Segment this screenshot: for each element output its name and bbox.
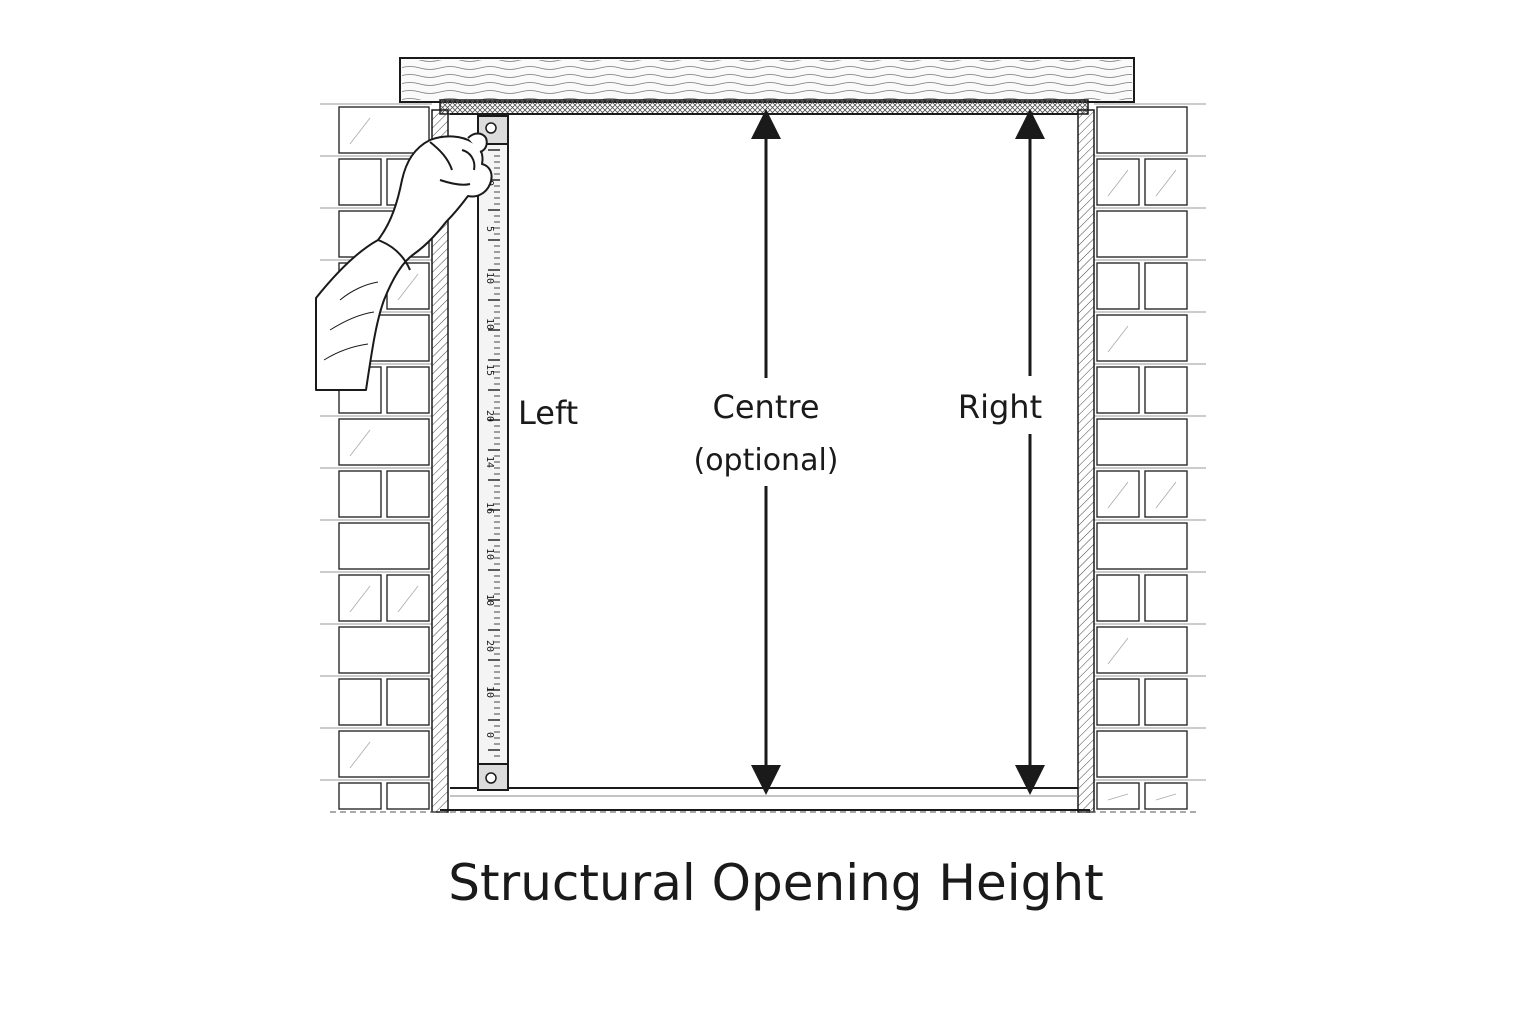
brick-texture xyxy=(1155,793,1177,801)
brick xyxy=(1096,158,1140,206)
brick xyxy=(386,470,430,518)
brick-texture xyxy=(1155,169,1177,197)
brick-texture xyxy=(397,585,419,613)
tape-digit: 5 xyxy=(484,226,495,232)
brick xyxy=(386,678,430,726)
brick xyxy=(338,470,382,518)
brick-texture xyxy=(1107,481,1129,509)
brick xyxy=(1096,470,1140,518)
brick xyxy=(338,418,430,466)
brick xyxy=(1096,782,1140,810)
brick-texture xyxy=(397,273,419,301)
brick xyxy=(1096,106,1188,154)
brick xyxy=(1096,262,1140,310)
brick xyxy=(1096,366,1140,414)
tape-digit: 20 xyxy=(484,640,495,652)
hand-holding-tape-icon xyxy=(315,132,493,391)
brick xyxy=(338,782,382,810)
brick xyxy=(338,522,430,570)
brick xyxy=(386,782,430,810)
brick-texture xyxy=(1107,637,1129,665)
brick xyxy=(338,158,382,206)
brick xyxy=(1144,470,1188,518)
right-brick-wall xyxy=(1094,103,1206,810)
brick xyxy=(386,366,430,414)
tape-measure-icon: 05101015201416101020100 xyxy=(477,115,509,791)
tape-digit: 20 xyxy=(484,410,495,422)
tape-digit: 10 xyxy=(484,594,495,606)
brick-texture xyxy=(349,117,371,145)
brick xyxy=(1096,522,1188,570)
brick xyxy=(338,574,382,622)
brick xyxy=(1144,158,1188,206)
left-label: Left xyxy=(518,394,578,432)
brick xyxy=(1144,262,1188,310)
brick xyxy=(1144,678,1188,726)
brick xyxy=(1144,366,1188,414)
brick xyxy=(338,106,430,154)
brick xyxy=(338,730,430,778)
brick xyxy=(1096,730,1188,778)
brick xyxy=(1096,314,1188,362)
tape-digit: 10 xyxy=(484,318,495,330)
brick xyxy=(386,574,430,622)
right-label: Right xyxy=(958,388,1042,426)
centre-optional-label: (optional) xyxy=(694,443,839,478)
tape-digit: 10 xyxy=(484,686,495,698)
tape-digit: 10 xyxy=(484,548,495,560)
brick xyxy=(338,626,430,674)
brick-texture xyxy=(349,585,371,613)
brick-texture xyxy=(1107,169,1129,197)
diagram-title: Structural Opening Height xyxy=(448,854,1103,912)
brick-texture xyxy=(1155,481,1177,509)
brick xyxy=(1096,210,1188,258)
centre-label: Centre xyxy=(713,388,820,426)
brick-texture xyxy=(1107,793,1129,801)
brick xyxy=(1096,418,1188,466)
tape-digit: 14 xyxy=(484,456,495,468)
tape-digit: 10 xyxy=(484,272,495,284)
brick xyxy=(1096,678,1140,726)
brick xyxy=(1144,782,1188,810)
right-reveal-jamb xyxy=(1077,109,1095,813)
brick-texture xyxy=(1107,325,1129,353)
tape-digit: 15 xyxy=(484,364,495,376)
brick-texture xyxy=(349,741,371,769)
brick xyxy=(1144,574,1188,622)
tape-digit: 0 xyxy=(484,732,495,738)
brick-texture xyxy=(349,429,371,457)
brick xyxy=(338,678,382,726)
lintel-beam xyxy=(399,57,1135,115)
brick xyxy=(1096,574,1140,622)
brick xyxy=(1096,626,1188,674)
tape-digit: 16 xyxy=(484,502,495,514)
